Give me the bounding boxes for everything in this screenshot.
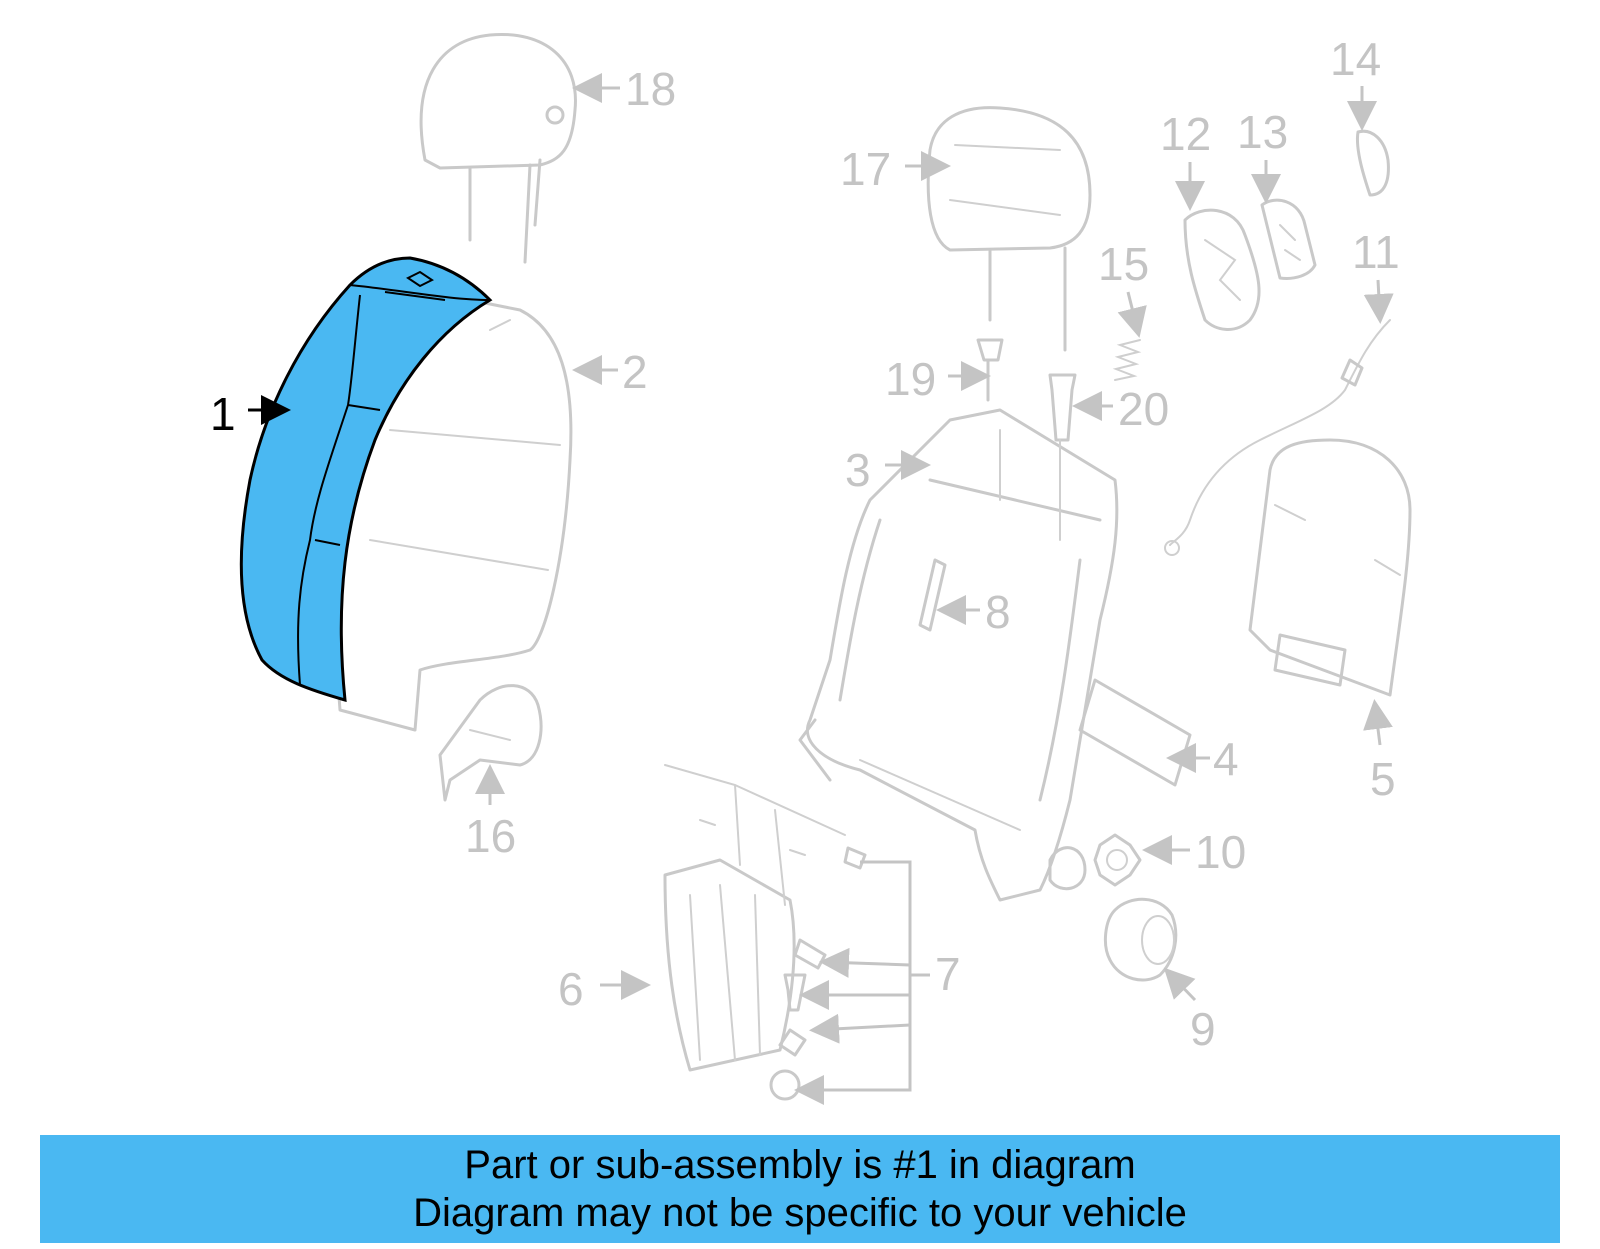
callout-15: 15	[1098, 238, 1149, 290]
callout-13: 13	[1237, 106, 1288, 158]
caption-line-2: Diagram may not be specific to your vehi…	[413, 1191, 1187, 1235]
part-1-seatback-highlight	[239, 256, 493, 703]
callout-17: 17	[840, 143, 891, 195]
part-5-back-panel	[1248, 438, 1412, 697]
callout-12: 12	[1160, 108, 1211, 160]
callout-8: 8	[985, 586, 1011, 638]
callout-18: 18	[625, 63, 676, 115]
highlight-shape	[239, 256, 493, 703]
callout-2: 2	[622, 346, 648, 398]
part-8-bracket	[918, 558, 947, 632]
part-17-headrest	[926, 106, 1092, 352]
part-7-fasteners	[769, 846, 867, 1101]
callout-3: 3	[845, 444, 871, 496]
callout-9: 9	[1190, 1003, 1216, 1055]
part-11-cable	[1164, 319, 1391, 556]
part-19-guide	[976, 338, 1004, 402]
callout-10: 10	[1195, 826, 1246, 878]
part-16-side-trim	[438, 684, 543, 802]
callout-7: 7	[935, 948, 961, 1000]
part-15-spring	[1112, 339, 1142, 381]
part-14-knob	[1355, 129, 1390, 197]
callout-1: 1	[210, 388, 236, 440]
callout-4: 4	[1213, 733, 1239, 785]
part-9-knob	[1103, 897, 1178, 982]
part-12-switch	[1183, 208, 1261, 331]
part-20-guide	[1048, 373, 1077, 442]
callout-11: 11	[1352, 226, 1400, 278]
part-10-knob	[1093, 833, 1142, 887]
callout-5: 5	[1370, 753, 1396, 805]
part-13-switch	[1260, 198, 1317, 280]
part-6-adjuster	[663, 764, 846, 1072]
callout-16: 16	[465, 810, 516, 862]
callout-14: 14	[1330, 33, 1381, 85]
callout-19: 19	[885, 353, 936, 405]
part-18-rear-headrest	[419, 32, 577, 264]
seat-parts-diagram: 1 2 3 4 5 6 7 8 9 10 11 12 13 14 15 16 1…	[210, 32, 1412, 1105]
part-4-tube	[1078, 678, 1192, 787]
callout-20: 20	[1118, 383, 1169, 435]
caption-banner: Part or sub-assembly is #1 in diagram Di…	[40, 1135, 1560, 1243]
part-3-seatback-frame	[798, 408, 1119, 902]
callout-6: 6	[558, 963, 584, 1015]
caption-line-1: Part or sub-assembly is #1 in diagram	[464, 1143, 1136, 1187]
